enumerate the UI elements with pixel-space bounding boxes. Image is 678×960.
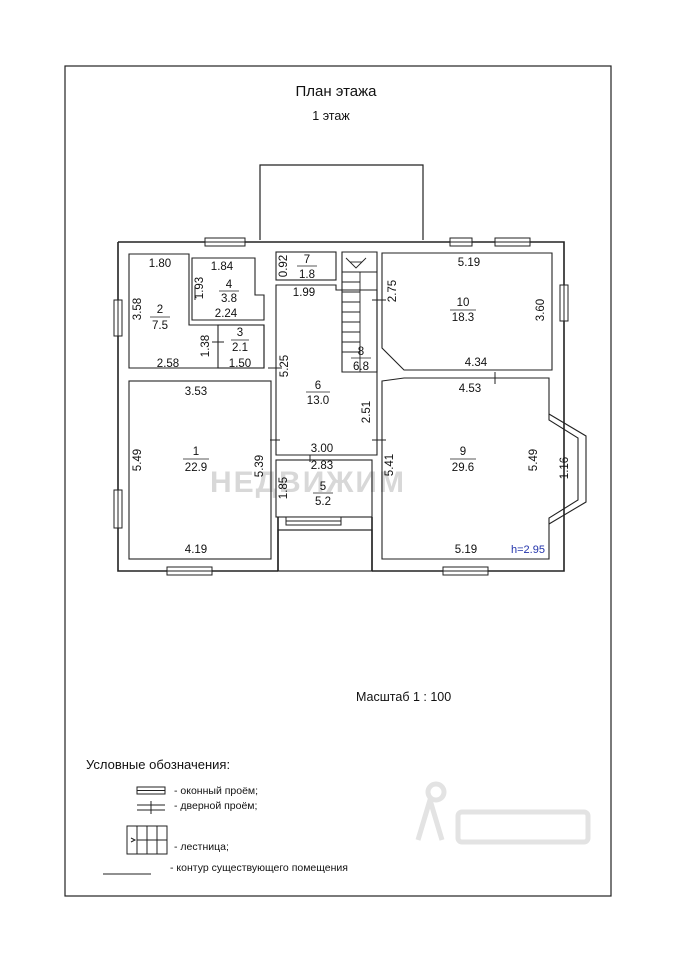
legend-window-symbol — [136, 786, 166, 795]
dim-r9-bay: 1.16 — [559, 457, 571, 479]
room-3-area: 2.1 — [232, 342, 248, 354]
dim-r6-right: 2.51 — [361, 401, 373, 423]
room-7-number: 7 — [304, 254, 310, 266]
plan-title: План этажа — [295, 83, 377, 100]
legend-stairs-label: - лестница; — [174, 841, 229, 853]
dim-r10-top: 5.19 — [458, 257, 480, 269]
top-porch — [259, 164, 424, 240]
dim-r6-bottom: 3.00 — [311, 443, 333, 455]
dim-r4-bottom: 2.24 — [215, 308, 238, 320]
doors — [194, 286, 496, 462]
dim-r1-left: 5.49 — [132, 449, 144, 471]
dim-r5-top: 2.83 — [311, 460, 333, 472]
watermark-text: НЕДВИЖИМ — [210, 466, 406, 499]
dim-r10-right: 3.60 — [535, 299, 547, 321]
cian-watermark-logo — [415, 781, 591, 845]
legend-stairs-symbol — [126, 825, 168, 855]
dim-r10-bottom: 4.34 — [465, 357, 488, 369]
room-outlines — [128, 251, 587, 560]
room-4-area: 3.8 — [221, 293, 237, 305]
room-9-outline — [381, 377, 579, 560]
room-3-outline — [217, 324, 265, 369]
legend-door-symbol — [137, 801, 165, 814]
dim-r2-left: 3.58 — [132, 298, 144, 320]
room-10-area: 18.3 — [452, 312, 474, 324]
legend-contour-label: - контур существующего помещения — [170, 862, 348, 874]
room-8-number: 8 — [358, 346, 364, 358]
room-1-outline — [128, 380, 272, 560]
floor-subtitle: 1 этаж — [312, 109, 350, 123]
room-6-area: 13.0 — [307, 395, 329, 407]
sheet-frame — [64, 65, 612, 897]
dim-r9-left: 5.41 — [384, 454, 396, 476]
room-5-number: 5 — [320, 481, 326, 493]
dim-r9-bottom: 5.19 — [455, 544, 477, 556]
dim-r9-top: 4.53 — [459, 383, 481, 395]
dim-r4-top: 1.84 — [211, 261, 234, 273]
stairs-treads — [342, 257, 377, 372]
dim-r10-left: 2.75 — [387, 280, 399, 302]
dim-r4-left: 1.93 — [194, 277, 206, 299]
room-10-outline — [381, 252, 553, 371]
dim-r1-right: 5.39 — [254, 455, 266, 477]
dim-r5-left: 1.85 — [278, 477, 290, 499]
front-porch — [277, 529, 373, 572]
room-9-area: 29.6 — [452, 462, 474, 474]
room-3-number: 3 — [237, 327, 243, 339]
room-8-area: 6.8 — [353, 361, 369, 373]
windows — [113, 237, 569, 576]
legend-door-label: - дверной проём; — [174, 800, 257, 812]
dim-r7-left: 0.92 — [278, 255, 290, 277]
dim-r2-bottom: 2.58 — [157, 358, 179, 370]
room-6-number: 6 — [315, 380, 321, 392]
dim-r7-bottom: 1.99 — [293, 287, 315, 299]
room-4-outline — [191, 257, 265, 321]
room-4-number: 4 — [226, 279, 233, 291]
bay-window-outer — [548, 413, 587, 525]
room-7-area: 1.8 — [299, 269, 315, 281]
room-2-area: 7.5 — [152, 320, 168, 332]
room-9-number: 9 — [460, 446, 466, 458]
legend-window-label: - оконный проём; — [174, 785, 258, 797]
dim-r6-left: 5.25 — [279, 355, 291, 377]
room-2-number: 2 — [157, 304, 163, 316]
dim-r1-bottom: 4.19 — [185, 544, 207, 556]
scale-label: Масштаб 1 : 100 — [356, 690, 451, 704]
dim-r2-top: 1.80 — [149, 258, 171, 270]
room-1-number: 1 — [193, 446, 199, 458]
dim-r9-right: 5.49 — [528, 449, 540, 471]
room-7-outline — [275, 251, 337, 281]
room-10-number: 10 — [457, 297, 470, 309]
dim-r3-left: 1.38 — [200, 335, 212, 357]
room-1-area: 22.9 — [185, 462, 207, 474]
dim-r1-top: 3.53 — [185, 386, 207, 398]
legend-title: Условные обозначения: — [86, 757, 230, 772]
room-5-area: 5.2 — [315, 496, 331, 508]
ceiling-height-label: h=2.95 — [511, 544, 545, 556]
dim-r3-bottom: 1.50 — [229, 358, 251, 370]
